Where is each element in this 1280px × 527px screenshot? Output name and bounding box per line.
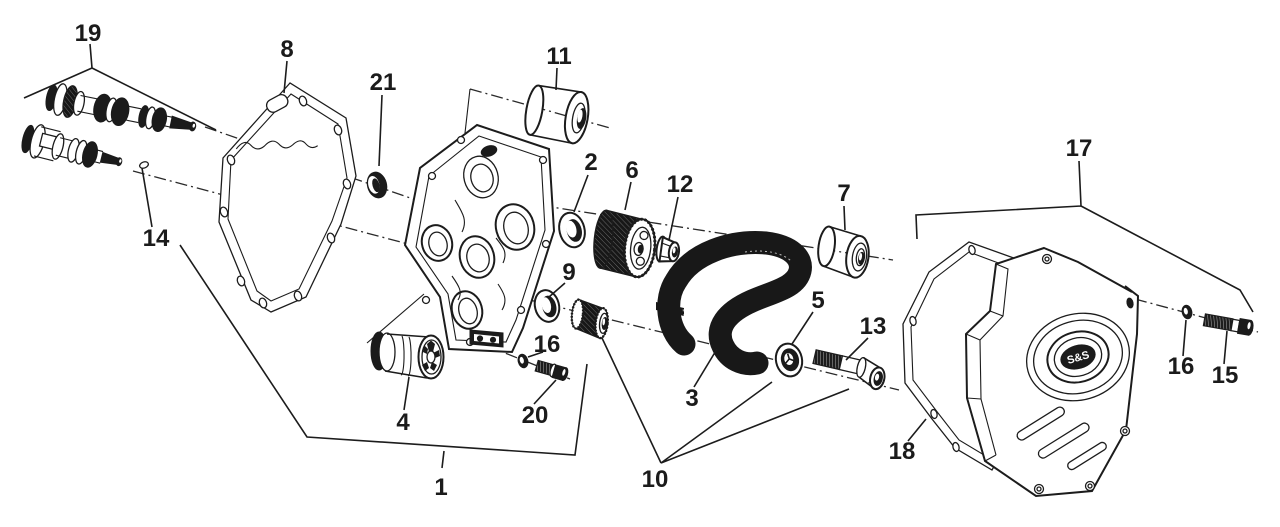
tensioner-roller [370, 331, 445, 380]
callout-21: 21 [370, 69, 397, 96]
leader-19 [23, 43, 217, 131]
callout-20: 20 [522, 402, 549, 429]
camshaft-upper [45, 83, 197, 133]
callout-10: 10 [642, 466, 669, 493]
callout-4: 4 [396, 409, 410, 436]
callout-19: 19 [75, 20, 102, 47]
leader-2 [573, 174, 589, 213]
callout-11: 11 [546, 43, 571, 70]
cover-bolt-holes [1033, 253, 1131, 495]
thrust-washer-9 [533, 289, 561, 323]
cover-emblem [1060, 344, 1096, 370]
callout-1: 1 [434, 474, 447, 501]
cam-seal [366, 171, 388, 199]
callout-12: 12 [667, 171, 694, 198]
callout-labels: 19 8 21 11 2 6 12 7 17 14 9 5 13 16 20 4… [75, 20, 1239, 501]
shoulder-bolt [812, 349, 886, 391]
alignment-pin [138, 161, 150, 169]
cam-drive-gear [593, 209, 657, 279]
roller-spokes [422, 340, 440, 371]
leader-5 [791, 311, 814, 345]
leader-16b [1182, 319, 1187, 357]
leader-20 [533, 379, 557, 405]
callout-16a: 16 [534, 331, 561, 358]
callout-15: 15 [1212, 362, 1239, 389]
socket-bolt-15 [1202, 313, 1254, 336]
callout-7: 7 [837, 180, 850, 207]
plate-bearing-bores [420, 155, 536, 330]
callout-16b: 16 [1168, 353, 1195, 380]
callout-2: 2 [584, 149, 597, 176]
leader-10 [601, 337, 850, 464]
callout-5: 5 [811, 287, 824, 314]
leader-14 [141, 167, 153, 228]
gasket-holes [219, 95, 352, 309]
crank-sprocket [570, 298, 609, 340]
leader-13 [845, 337, 869, 361]
flat-washer-16a [517, 353, 529, 369]
camshaft-lower [21, 124, 123, 168]
cover-vent-slots [1016, 406, 1107, 471]
spacer-bushing [817, 225, 870, 279]
cam-support-plate [403, 123, 556, 354]
leader-3 [693, 348, 718, 388]
leader-11 [555, 67, 558, 91]
callout-9: 9 [562, 259, 575, 286]
flat-washer-16b [1181, 304, 1193, 320]
leader-9 [548, 282, 566, 298]
leader-8 [283, 60, 288, 94]
leader-lines [23, 43, 1254, 469]
leader-7 [843, 205, 846, 231]
leader-17 [915, 160, 1254, 313]
leader-1 [179, 244, 588, 469]
leader-4 [403, 376, 410, 411]
callout-14: 14 [143, 225, 170, 252]
cover-boss: S&S [1025, 312, 1131, 402]
cam-cover-gasket [218, 82, 357, 313]
callout-6: 6 [625, 157, 638, 184]
leader-15 [1223, 330, 1228, 365]
leader-18 [907, 418, 927, 442]
outer-cover: S&S [964, 246, 1140, 498]
leader-12 [668, 196, 679, 241]
cover-emblem-text: S&S [1066, 349, 1091, 367]
flange-nut [655, 235, 681, 263]
callout-13: 13 [860, 313, 887, 340]
washer-5 [774, 342, 804, 378]
leader-6 [624, 181, 632, 211]
callout-18: 18 [889, 438, 916, 465]
leader-16a [527, 351, 544, 358]
seal-washer-2 [558, 211, 586, 249]
hex-bolt-20 [534, 359, 569, 382]
callout-8: 8 [280, 36, 293, 63]
plate-details [421, 135, 551, 348]
top-bushing [524, 84, 590, 145]
callout-3: 3 [685, 385, 698, 412]
drive-belt [656, 231, 812, 376]
callout-17: 17 [1066, 135, 1093, 162]
leader-21 [378, 94, 383, 167]
